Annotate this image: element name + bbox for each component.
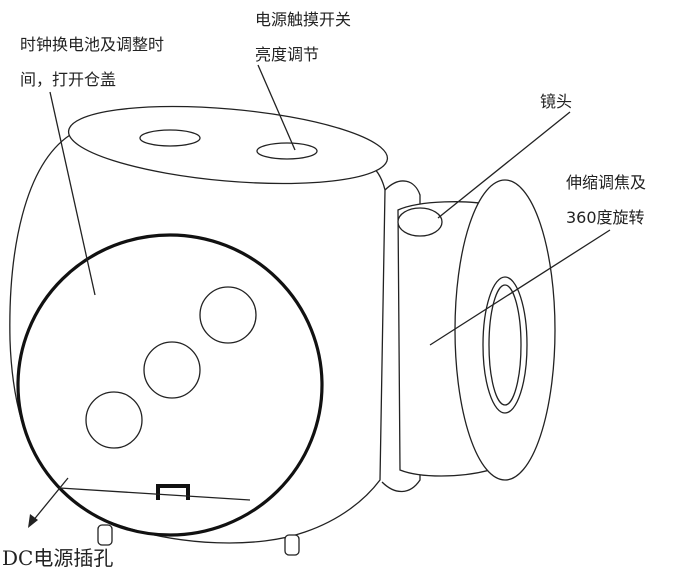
- label-focus-1: 伸缩调焦及: [566, 173, 647, 192]
- button-middle: [143, 341, 201, 399]
- lens-glass-inner: [488, 284, 522, 406]
- label-brightness: 亮度调节: [255, 45, 320, 64]
- dc-jack-connector: [156, 484, 190, 500]
- leader-lines: [28, 64, 611, 528]
- label-battery-1: 时钟换电池及调整时: [20, 35, 165, 54]
- buttons: [85, 286, 257, 449]
- lens-disk: [454, 179, 556, 481]
- arrow-icon: [28, 514, 38, 528]
- top-hole-left: [139, 129, 201, 147]
- leader-dc-jack: [31, 477, 69, 523]
- label-lens: 镜头: [540, 92, 573, 111]
- label-dc-jack: DC电源插孔: [2, 546, 114, 570]
- button-bottom: [85, 391, 143, 449]
- lens-assembly: [397, 179, 556, 481]
- top-lid: [67, 105, 389, 185]
- button-top: [199, 286, 257, 344]
- leader-lens: [437, 111, 571, 219]
- battery-cover: [16, 233, 324, 537]
- label-focus-2: 360度旋转: [566, 208, 645, 227]
- leader-focus: [429, 229, 611, 346]
- label-power-switch: 电源触摸开关: [255, 10, 352, 29]
- top-hole-right: [256, 142, 318, 160]
- feet: [97, 524, 300, 556]
- base-edge-line: [59, 487, 251, 501]
- lens-barrel-top: [397, 207, 443, 237]
- foot-left: [97, 524, 113, 546]
- foot-right: [284, 534, 300, 556]
- leader-battery: [49, 91, 96, 296]
- leader-brightness: [257, 64, 296, 151]
- lens-glass: [482, 276, 528, 414]
- label-battery-2: 间，打开仓盖: [20, 70, 117, 89]
